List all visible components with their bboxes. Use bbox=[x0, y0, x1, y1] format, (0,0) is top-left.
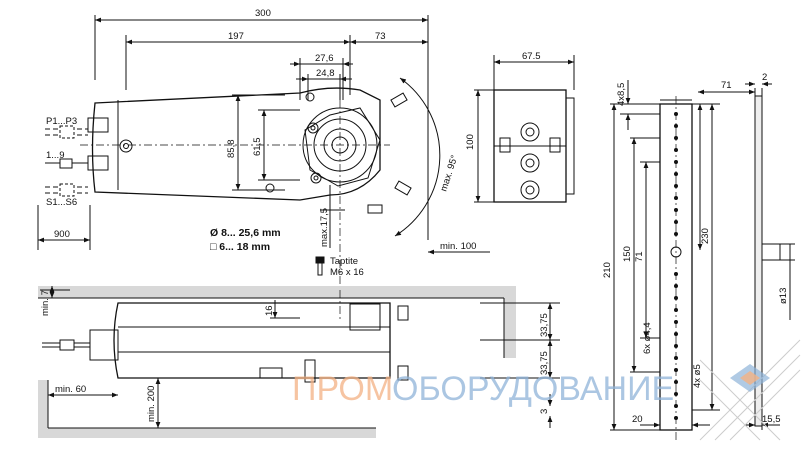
dim-3: 3 bbox=[539, 409, 550, 414]
dim-230: 230 bbox=[700, 228, 711, 244]
side-view bbox=[38, 286, 560, 438]
dim-2: 2 bbox=[762, 72, 767, 83]
dim-16: 16 bbox=[264, 305, 275, 316]
dim-diameter-13: ø13 bbox=[778, 288, 789, 304]
watermark-oborudovanie: ОБОРУДОВАНИЕ bbox=[392, 370, 674, 408]
dim-4x-5: 4x ø5 bbox=[692, 364, 703, 388]
dim-100: 100 bbox=[465, 134, 476, 150]
top-view bbox=[37, 15, 490, 290]
dim-24-8: 24,8 bbox=[316, 68, 335, 79]
dim-min-100: min. 100 bbox=[440, 241, 476, 252]
dim-197: 197 bbox=[228, 31, 244, 42]
dim-210: 210 bbox=[602, 262, 613, 278]
dim-15-5: 15,5 bbox=[762, 414, 781, 425]
taptite-size: M6 x 16 bbox=[330, 267, 364, 278]
shaft-square-range: □ 6... 18 mm bbox=[210, 241, 270, 253]
dim-900: 900 bbox=[54, 229, 70, 240]
bracket-holes bbox=[674, 112, 678, 420]
dim-150: 150 bbox=[622, 246, 633, 262]
dim-4x8-5: 4x8,5 bbox=[616, 83, 627, 106]
dim-max-17-5: max.17,5 bbox=[319, 208, 330, 247]
end-view bbox=[474, 55, 575, 203]
label-s1-s6: S1...S6 bbox=[46, 197, 77, 208]
label-p1-p3: P1...P3 bbox=[46, 116, 77, 127]
dim-6x-4-4: 6x ø4,4 bbox=[642, 322, 653, 354]
dim-67-5: 67.5 bbox=[522, 51, 541, 62]
dim-73: 73 bbox=[375, 31, 386, 42]
watermark: ПРОМ ОБОРУДОВАНИЕ bbox=[292, 364, 770, 408]
dim-min-7: min. 7 bbox=[40, 290, 51, 316]
dim-33-75-upper: 33,75 bbox=[539, 313, 550, 337]
dim-61-5: 61,5 bbox=[252, 138, 263, 157]
dim-27-6: 27,6 bbox=[315, 53, 334, 64]
dim-min-60: min. 60 bbox=[55, 384, 86, 395]
dim-max-95: max. 95° bbox=[438, 154, 460, 193]
dim-20: 20 bbox=[632, 414, 643, 425]
dim-min-200: min. 200 bbox=[146, 386, 157, 422]
dim-33-75-lower: 33,75 bbox=[539, 351, 550, 375]
taptite-label: Taptite bbox=[330, 256, 358, 267]
label-1-9: 1...9 bbox=[46, 150, 65, 161]
dim-71: 71 bbox=[634, 251, 645, 262]
dim-71-top: 71 bbox=[721, 80, 732, 91]
watermark-prom: ПРОМ bbox=[292, 370, 393, 408]
dim-300: 300 bbox=[255, 8, 271, 19]
shaft-round-range: Ø 8... 25,6 mm bbox=[210, 227, 281, 239]
dim-85-8: 85,8 bbox=[226, 140, 237, 159]
